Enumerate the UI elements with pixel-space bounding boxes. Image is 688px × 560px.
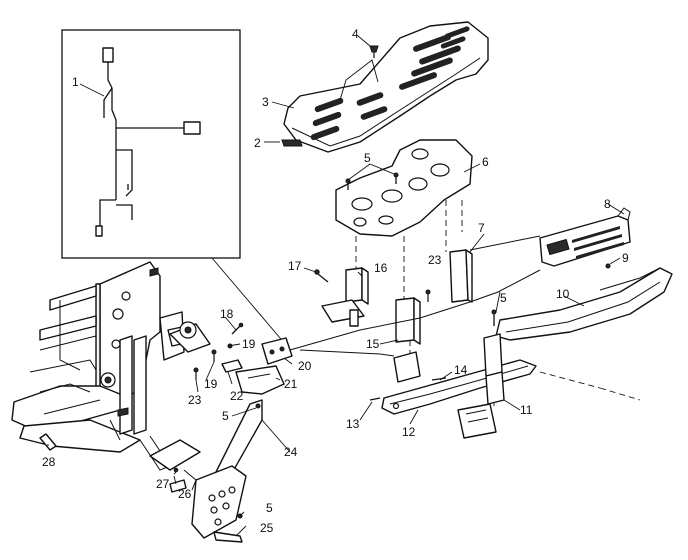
callout-28: 28 — [42, 455, 56, 469]
callout-5-right: 5 — [500, 291, 507, 305]
callout-labels: 1 2 3 4 5 6 7 8 9 10 11 12 13 14 15 16 1… — [42, 27, 629, 535]
callout-9: 9 — [622, 251, 629, 265]
callout-19-left: 19 — [204, 377, 218, 391]
screw-part-17 — [314, 269, 329, 283]
callout-27: 27 — [156, 477, 170, 491]
screw-part-9 — [605, 263, 611, 269]
rear-rack-top-plate — [283, 21, 489, 153]
wiring-harness-inset — [61, 29, 241, 259]
callout-17: 17 — [288, 259, 302, 273]
bracket-part-22 — [221, 359, 243, 373]
callout-5-upper: 5 — [364, 151, 371, 165]
fasteners-part-26-27 — [169, 467, 187, 493]
pin-part-28 — [39, 433, 57, 451]
callout-16: 16 — [374, 261, 388, 275]
footrest-part-24 — [183, 399, 263, 539]
support-post-part-16 — [321, 267, 369, 327]
fasteners-part-19 — [211, 343, 233, 362]
callout-18: 18 — [220, 307, 234, 321]
rear-grab-bar-part-10 — [495, 267, 673, 341]
callout-11: 11 — [520, 403, 533, 417]
callout-21: 21 — [284, 377, 298, 391]
bolt-part-13 — [369, 397, 381, 401]
callout-4: 4 — [352, 27, 359, 41]
callout-20: 20 — [298, 359, 312, 373]
screws-part-5-upper — [345, 172, 399, 190]
callout-24: 24 — [284, 445, 298, 459]
callout-6: 6 — [482, 155, 489, 169]
peg-part-25 — [213, 531, 243, 543]
callout-12: 12 — [402, 425, 416, 439]
callout-7: 7 — [478, 221, 485, 235]
callout-13: 13 — [346, 417, 360, 431]
bolt-part-5-middle — [255, 403, 261, 409]
mount-bracket-part-21 — [235, 365, 285, 395]
rack-bracket-part-2 — [281, 139, 303, 147]
tail-light-assembly-part-8 — [539, 207, 631, 267]
callout-23-lower: 23 — [188, 393, 202, 407]
callout-3: 3 — [262, 95, 269, 109]
support-post-part-7 — [449, 249, 473, 303]
support-post-part-15 — [393, 297, 421, 383]
callout-8: 8 — [604, 197, 611, 211]
callout-15: 15 — [366, 337, 380, 351]
hitch-bracket-part-11 — [457, 333, 505, 439]
callout-1: 1 — [72, 75, 79, 89]
bolt-part-23-lower — [193, 367, 199, 380]
bracket-part-20 — [261, 337, 293, 365]
bolt-part-14 — [431, 377, 447, 381]
callout-14: 14 — [454, 363, 468, 377]
rack-base-plate — [335, 139, 473, 237]
callout-10: 10 — [556, 287, 570, 301]
callout-2: 2 — [254, 136, 261, 150]
callout-22: 22 — [230, 389, 244, 403]
rack-slots — [310, 26, 470, 141]
callout-26: 26 — [178, 487, 192, 501]
screw-part-18 — [231, 322, 244, 335]
leader-lines — [47, 35, 625, 537]
bolt-part-23-upper — [425, 289, 431, 302]
callout-19-right: 19 — [242, 337, 256, 351]
callout-23-upper: 23 — [428, 253, 442, 267]
vehicle-frame — [11, 261, 211, 471]
callout-5-lower: 5 — [266, 501, 273, 515]
bolt-part-5-right — [491, 309, 497, 326]
callout-5-middle: 5 — [222, 409, 229, 423]
callout-25: 25 — [260, 521, 274, 535]
screw-part-4 — [369, 45, 379, 58]
